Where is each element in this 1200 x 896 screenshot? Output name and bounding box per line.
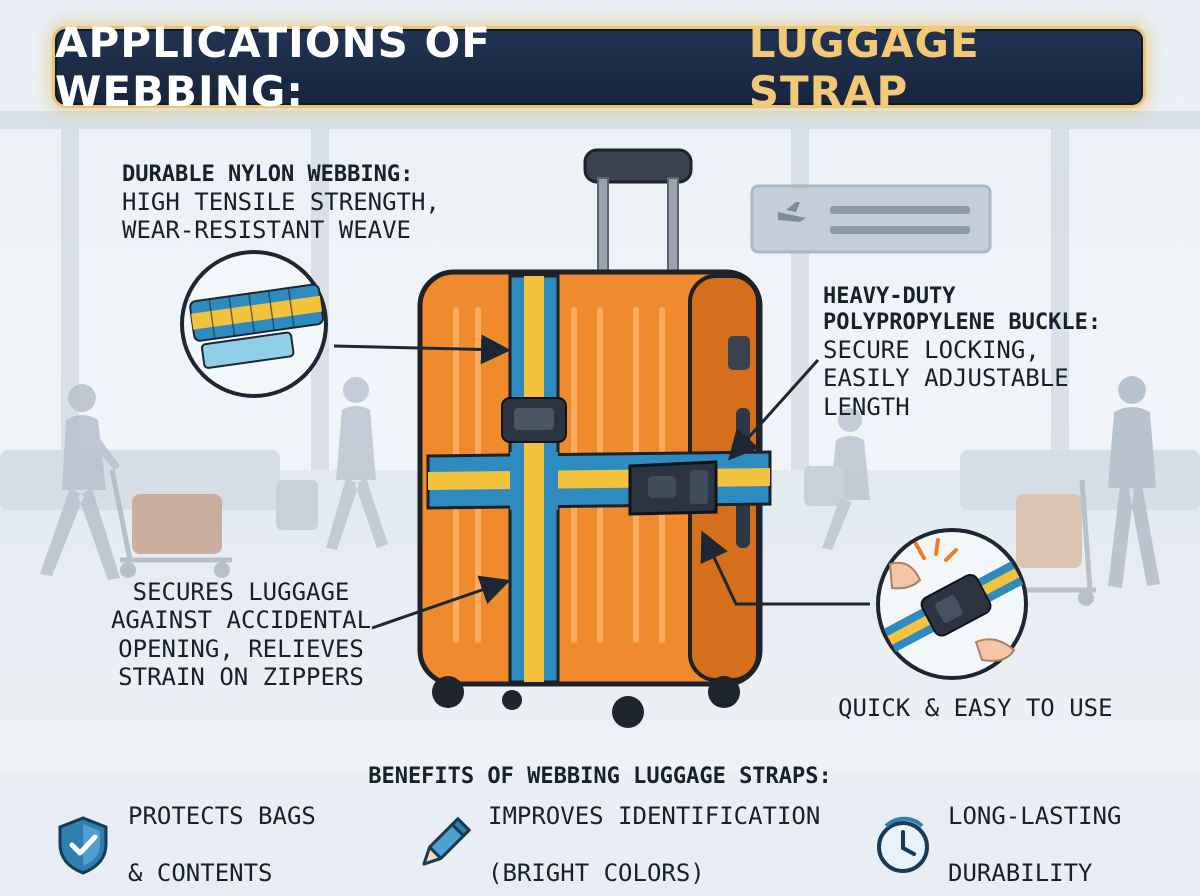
callout-nylon-line2: WEAR-RESISTANT WEAVE: [122, 216, 411, 245]
benefit-identification-line1: IMPROVES IDENTIFICATION: [488, 801, 821, 830]
luggage-cart-left: [109, 469, 232, 578]
callout-secures: SECURES LUGGAGE AGAINST ACCIDENTAL OPENI…: [96, 578, 386, 691]
title-main: APPLICATIONS OF WEBBING:: [55, 18, 491, 116]
callout-buckle-line1: SECURE LOCKING,: [823, 335, 1040, 364]
traveler-middle: [276, 377, 388, 550]
arrow-secures: [371, 575, 511, 630]
traveler-right-mid: [804, 408, 870, 550]
callout-buckle-line2: EASILY ADJUSTABLE: [823, 364, 1069, 393]
callout-nylon-webbing: DURABLE NYLON WEBBING: HIGH TENSILE STRE…: [122, 162, 440, 245]
benefits-heading: BENEFITS OF WEBBING LUGGAGE STRAPS:: [368, 764, 832, 789]
callout-quick-text: QUICK & EASY TO USE: [838, 694, 1113, 722]
arrow-webbing: [333, 334, 511, 365]
traveler-left: [40, 384, 120, 580]
callout-secures-line2: AGAINST ACCIDENTAL: [110, 606, 372, 635]
buckle-closeup-circle: [876, 528, 1028, 680]
departure-board-icon: [750, 184, 992, 254]
benefit-durability-line2: DURABILITY: [948, 859, 1093, 888]
benefit-protects: PROTECTS BAGS & CONTENTS: [52, 802, 316, 887]
shield-check-icon: [58, 816, 108, 875]
arrow-quick: [700, 530, 870, 606]
side-release-buckle: [628, 460, 718, 516]
callout-nylon-head: DURABLE NYLON WEBBING:: [122, 162, 414, 187]
benefit-identification-line2: (BRIGHT COLORS): [488, 859, 705, 888]
clock-icon: [877, 816, 929, 873]
arrow-buckle: [727, 358, 820, 461]
callout-buckle-line3: LENGTH: [823, 392, 910, 421]
traveler-right: [1108, 376, 1160, 588]
callout-buckle-head2: POLYPROPYLENE BUCKLE:: [823, 309, 1102, 335]
webbing-closeup-circle: [180, 250, 328, 398]
benefit-identification: IMPROVES IDENTIFICATION (BRIGHT COLORS): [412, 802, 820, 887]
callout-buckle-head1: HEAVY-DUTY: [823, 284, 956, 309]
benefit-durability: LONG-LASTING DURABILITY: [872, 802, 1121, 887]
benefit-protects-line1: PROTECTS BAGS: [128, 801, 316, 830]
callout-nylon-line1: HIGH TENSILE STRENGTH,: [122, 187, 440, 216]
callout-secures-line4: STRAIN ON ZIPPERS: [118, 662, 364, 691]
callout-quick: QUICK & EASY TO USE: [838, 694, 1113, 722]
callout-secures-line1: SECURES LUGGAGE: [132, 578, 350, 606]
title-accent: LUGGAGE STRAP: [748, 18, 980, 116]
callout-buckle: HEAVY-DUTY POLYPROPYLENE BUCKLE: SECURE …: [823, 284, 1101, 421]
benefit-protects-line2: & CONTENTS: [128, 859, 273, 888]
benefit-durability-line1: LONG-LASTING: [948, 801, 1122, 830]
title-banner: APPLICATIONS OF WEBBING: LUGGAGE STRAP: [52, 18, 1146, 116]
pencil-icon: [422, 816, 472, 866]
callout-secures-line3: OPENING, RELIEVES: [118, 634, 364, 663]
